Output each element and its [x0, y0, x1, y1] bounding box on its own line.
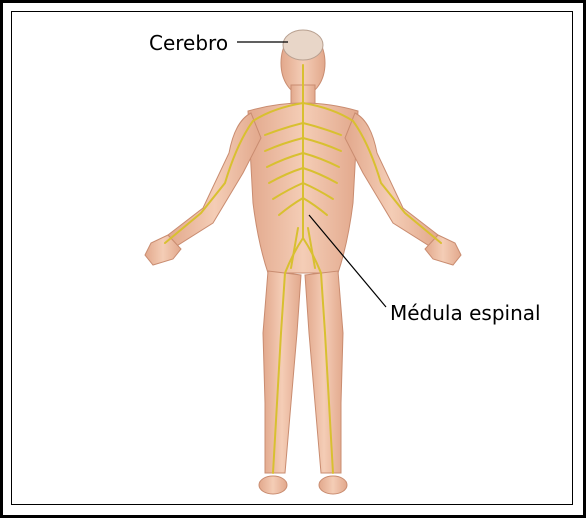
brain-label: Cerebro [149, 33, 228, 53]
spinal-cord-label: Médula espinal [390, 303, 541, 323]
brain-shape [283, 30, 323, 60]
human-body-figure [3, 3, 583, 515]
